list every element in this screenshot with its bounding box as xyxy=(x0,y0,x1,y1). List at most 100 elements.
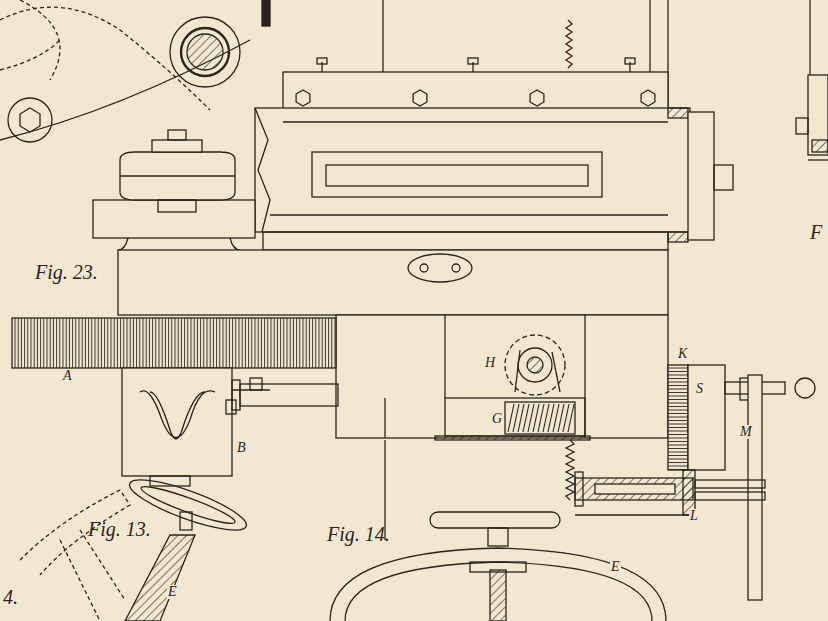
gear-tooth xyxy=(149,318,150,368)
gear-tooth xyxy=(162,318,163,368)
gear-tooth xyxy=(668,392,688,393)
figure-label: 4. xyxy=(2,587,19,607)
fig-13-valve xyxy=(20,471,251,621)
gear-tooth xyxy=(59,318,60,368)
gear-tooth xyxy=(280,318,281,368)
gear-tooth xyxy=(85,318,86,368)
part-letter: H xyxy=(484,356,496,370)
gear-tooth xyxy=(213,318,214,368)
gear-tooth xyxy=(229,318,230,368)
right-fragments xyxy=(796,0,828,160)
gear-tooth xyxy=(66,318,67,368)
gear-tooth xyxy=(43,318,44,368)
gear-tooth xyxy=(290,318,291,368)
gear-tooth xyxy=(40,318,41,368)
gear-tooth xyxy=(18,318,19,368)
gear-tooth xyxy=(168,318,169,368)
part-letter: G xyxy=(491,412,503,426)
gear-tooth xyxy=(210,318,211,368)
gear-tooth xyxy=(27,318,28,368)
gear-tooth xyxy=(175,318,176,368)
gear-tooth xyxy=(187,318,188,368)
part-letter: S xyxy=(695,382,704,396)
gear-tooth xyxy=(21,318,22,368)
gear-tooth xyxy=(668,452,688,453)
gear-tooth xyxy=(146,318,147,368)
gear-tooth xyxy=(95,318,96,368)
gear-tooth xyxy=(264,318,265,368)
part-letter: B xyxy=(236,441,247,455)
gear-tooth xyxy=(232,318,233,368)
worm-thread xyxy=(518,404,524,432)
part-letter: K xyxy=(677,347,688,361)
worm-thread xyxy=(568,404,574,432)
gear-tooth xyxy=(63,318,64,368)
upper-left-parts xyxy=(0,0,270,142)
gear-tooth xyxy=(668,382,688,383)
gear-tooth xyxy=(267,318,268,368)
worm-thread xyxy=(513,404,519,432)
gear-tooth xyxy=(668,441,688,442)
gear-tooth xyxy=(101,318,102,368)
gear-tooth xyxy=(226,318,227,368)
feed-mechanism xyxy=(575,365,815,600)
gear-tooth xyxy=(207,318,208,368)
gear-tooth xyxy=(203,318,204,368)
gear-tooth xyxy=(82,318,83,368)
gear-tooth xyxy=(277,318,278,368)
gear-tooth xyxy=(668,399,688,400)
gear-tooth xyxy=(255,318,256,368)
part-letter: A xyxy=(62,369,73,383)
gear-tooth xyxy=(668,368,688,369)
gear-tooth xyxy=(668,375,688,376)
gear-tooth xyxy=(235,318,236,368)
worm-drive xyxy=(435,335,590,440)
hex-nut xyxy=(413,90,427,106)
gear-tooth xyxy=(668,410,688,411)
gear-tooth xyxy=(668,466,688,467)
gear-tooth xyxy=(261,318,262,368)
gear-tooth xyxy=(133,318,134,368)
gear-tooth xyxy=(114,318,115,368)
gear-tooth xyxy=(668,389,688,390)
gear-tooth xyxy=(159,318,160,368)
gear-tooth xyxy=(37,318,38,368)
gear-tooth xyxy=(668,424,688,425)
gear-tooth xyxy=(248,318,249,368)
gear-tooth xyxy=(88,318,89,368)
gear-tooth xyxy=(107,318,108,368)
gear xyxy=(12,318,336,368)
worm-thread xyxy=(553,404,559,432)
gear-tooth xyxy=(293,318,294,368)
hex-nut xyxy=(296,90,310,106)
part-letter: E xyxy=(167,585,178,599)
gear-tooth xyxy=(143,318,144,368)
gear-tooth xyxy=(34,318,35,368)
gear-tooth xyxy=(53,318,54,368)
worm-thread xyxy=(543,404,549,432)
gear-tooth xyxy=(171,318,172,368)
gear-tooth xyxy=(306,318,307,368)
figure-label: Fig. 14. xyxy=(326,524,391,544)
hex-nut xyxy=(530,90,544,106)
gear-tooth xyxy=(668,431,688,432)
gear-tooth xyxy=(668,462,688,463)
gear-tooth xyxy=(117,318,118,368)
gear-tooth xyxy=(668,448,688,449)
gear-tooth xyxy=(50,318,51,368)
gear-tooth xyxy=(287,318,288,368)
gear-tooth xyxy=(152,318,153,368)
gear-tooth xyxy=(130,318,131,368)
gear-tooth xyxy=(312,318,313,368)
gear-tooth xyxy=(668,420,688,421)
gear-tooth xyxy=(69,318,70,368)
gear-tooth xyxy=(178,318,179,368)
gear-tooth xyxy=(668,445,688,446)
worm-thread xyxy=(528,404,534,432)
bracket xyxy=(122,368,338,486)
gear-tooth xyxy=(668,371,688,372)
gear-tooth xyxy=(223,318,224,368)
gear-tooth xyxy=(322,318,323,368)
worm-thread xyxy=(548,404,554,432)
gear-tooth xyxy=(299,318,300,368)
